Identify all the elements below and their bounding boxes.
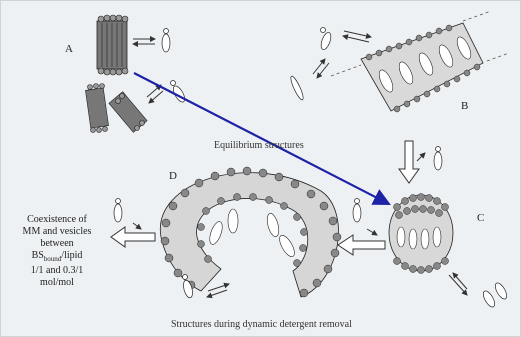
arrow-c-to-d — [338, 235, 385, 255]
exchange-arrows-c — [449, 273, 467, 295]
panel-b-cylindrical-micelle — [331, 11, 509, 112]
exchange-arrows-d — [207, 284, 229, 297]
panel-a-micelle — [97, 15, 128, 75]
coexistence-line-3: between — [9, 238, 105, 250]
coexistence-note: Coexistence of MM and vesicles between B… — [9, 214, 105, 289]
equilibrium-caption: Equilibrium structures — [214, 141, 304, 151]
panel-b-detergent — [289, 28, 333, 102]
exchange-arrows-b — [313, 31, 371, 78]
bs-subscript: bound — [44, 255, 62, 263]
bs-suffix: /lipid — [61, 250, 82, 261]
label-b: B — [461, 101, 468, 112]
arrow-b-to-c — [399, 141, 442, 183]
detergent-monomer-a — [162, 29, 187, 104]
label-c: C — [477, 213, 484, 224]
label-a: A — [65, 44, 73, 55]
coexistence-line-1: Coexistence of — [9, 214, 105, 226]
exchange-arrows-a — [133, 39, 163, 103]
arrow-d-to-coexistence — [111, 227, 155, 247]
coexistence-line-4: BSbound/lipid — [9, 250, 105, 265]
bs-prefix: BS — [32, 250, 44, 261]
panel-c-disc-micelle — [389, 194, 453, 274]
dynamic-caption: Structures during dynamic detergent remo… — [171, 320, 352, 330]
coexistence-line-2: MM and vesicles — [9, 226, 105, 238]
coexistence-line-5: 1/1 and 0.3/1 — [9, 265, 105, 277]
coexistence-line-6: mol/mol — [9, 277, 105, 289]
label-d: D — [169, 171, 177, 182]
panel-a-small-micelles — [85, 84, 147, 133]
